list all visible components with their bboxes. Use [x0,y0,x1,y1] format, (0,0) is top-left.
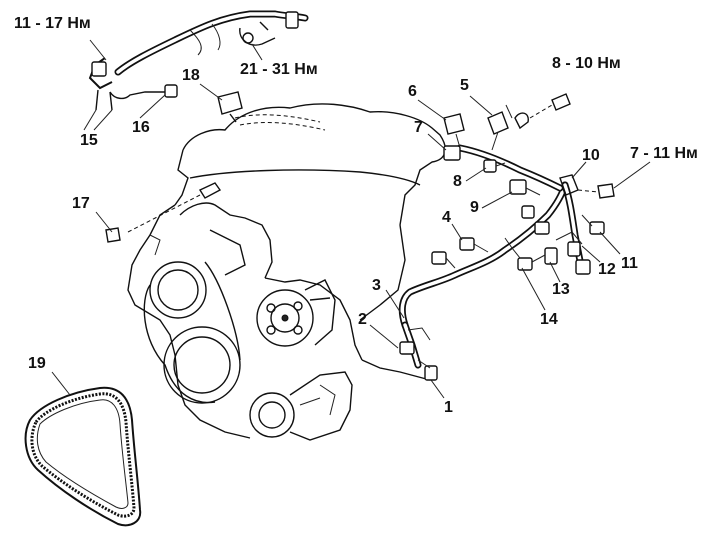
callout-8: 8 [453,173,462,190]
callout-4: 4 [442,209,451,226]
torque-label-7-11: 7 - 11 Нм [630,145,698,162]
callout-6: 6 [408,83,417,100]
callout-17: 17 [72,195,90,212]
callout-3: 3 [372,277,381,294]
callout-13: 13 [552,281,570,298]
callout-12: 12 [598,261,616,278]
callout-1: 1 [444,399,453,416]
callout-2: 2 [358,311,367,328]
callout-7: 7 [414,119,423,136]
callout-18: 18 [182,67,200,84]
torque-label-21-31: 21 - 31 Нм [240,61,318,78]
main-harness [398,93,615,381]
callout-15: 15 [80,132,98,149]
upper-harness [88,10,309,123]
callout-10: 10 [582,147,600,164]
leader-lines [51,39,651,399]
torque-label-11-17: 11 - 17 Нм [14,15,91,32]
callout-9: 9 [470,199,479,216]
torque-label-8-10: 8 - 10 Нм [552,55,621,72]
callout-19: 19 [28,355,46,372]
callout-16: 16 [132,119,150,136]
callout-11: 11 [621,255,638,272]
callout-5: 5 [460,77,469,94]
drive-belt-19 [24,386,142,527]
callout-14: 14 [540,311,558,328]
engine-block [127,103,446,441]
